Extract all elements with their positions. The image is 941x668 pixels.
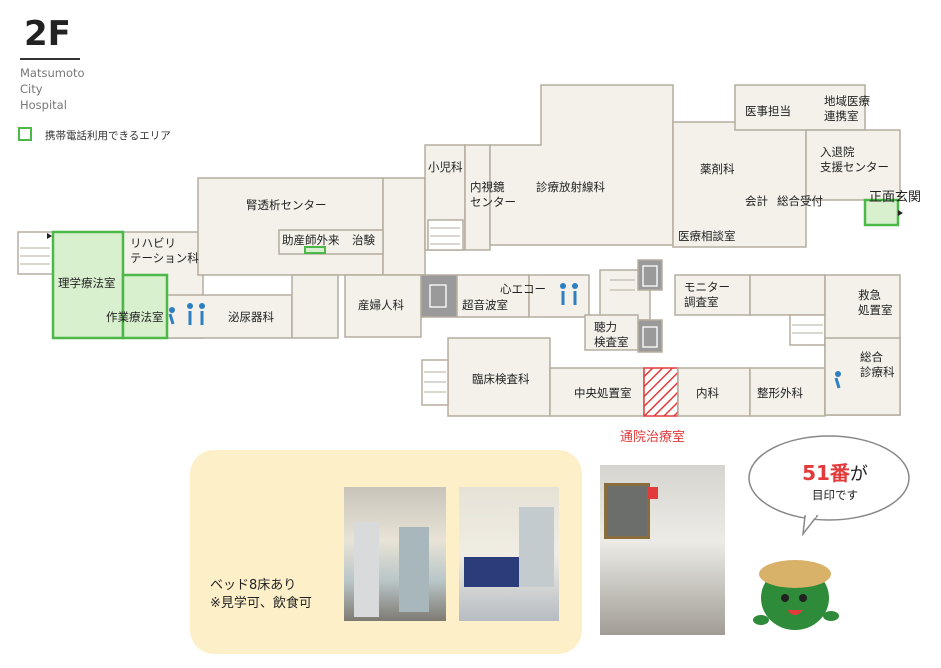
room-chouonpa: 超音波室 bbox=[462, 298, 508, 312]
elevator-icon bbox=[642, 326, 658, 348]
bubble-line2: 目印です bbox=[812, 488, 858, 502]
room-sogo-uketsuke: 総合受付 bbox=[777, 194, 823, 208]
north-stair bbox=[427, 219, 464, 251]
endoscopy-west bbox=[464, 144, 491, 251]
room-nyutaiin: 入退院 支援センター bbox=[820, 145, 889, 174]
pharmacy-block bbox=[672, 121, 807, 248]
room-kaikei: 会計 bbox=[745, 194, 768, 208]
green-area-sagyo bbox=[121, 273, 169, 340]
curtain bbox=[399, 527, 429, 612]
speech-bubble bbox=[748, 435, 910, 537]
entrance-arrow bbox=[47, 233, 52, 239]
room-rinsho: 臨床検査科 bbox=[472, 372, 530, 386]
room-chuo: 中央処置室 bbox=[574, 386, 632, 400]
restroom-icon bbox=[199, 303, 205, 309]
curtain bbox=[354, 522, 379, 617]
elevator-a bbox=[420, 274, 458, 318]
room-naishikyo: 内視鏡 センター bbox=[470, 180, 516, 209]
room-kyukyu: 救急 処置室 bbox=[858, 288, 893, 317]
room-monitor: モニター 調査室 bbox=[684, 280, 730, 309]
restroom-icon bbox=[187, 303, 193, 309]
legend-swatch bbox=[18, 127, 32, 141]
outpatient-treatment-label: 通院治療室 bbox=[620, 430, 686, 445]
lab-room bbox=[447, 337, 551, 417]
radiology-room bbox=[489, 84, 674, 246]
outpatient-treatment bbox=[643, 367, 679, 417]
hearing-room bbox=[584, 314, 639, 351]
floor-number: 2F bbox=[24, 14, 71, 54]
panel-text: ベッド8床あり ※見学可、飲食可 bbox=[210, 578, 312, 611]
room-chiken: 治験 bbox=[352, 233, 375, 247]
elevator-icon bbox=[429, 284, 447, 308]
green-area-josanshi bbox=[304, 246, 326, 254]
restroom-icon bbox=[572, 283, 578, 289]
medical-affairs bbox=[734, 84, 866, 131]
painting bbox=[604, 483, 650, 539]
room-hinyoki: 泌尿器科 bbox=[228, 310, 274, 324]
east-stair bbox=[789, 314, 826, 346]
echo-area bbox=[528, 274, 590, 318]
room-rihabiri: リハビリ テーション科 bbox=[130, 236, 199, 265]
room-seikei: 整形外科 bbox=[757, 386, 803, 400]
dialysis-block bbox=[197, 177, 384, 276]
ultrasound-room bbox=[456, 274, 530, 318]
room-rigaku: 理学療法室 bbox=[58, 276, 116, 290]
room-shonika: 小児科 bbox=[428, 160, 463, 174]
bubble-number: 51番 bbox=[802, 461, 850, 485]
entrance-arrow bbox=[898, 210, 903, 216]
room-chiiki: 地域医療 連携室 bbox=[824, 94, 870, 123]
legend-text: 携帯電話利用できるエリア bbox=[45, 130, 171, 142]
room-shinecho: 心エコー bbox=[500, 282, 546, 296]
mascot-watermelon bbox=[753, 560, 839, 630]
monitor-room bbox=[674, 274, 751, 316]
bubble-suffix: が bbox=[849, 464, 868, 485]
obgyn-room bbox=[344, 274, 422, 338]
wheelchair-icon bbox=[169, 307, 175, 313]
room-shinryo-hoshasen: 診療放射線科 bbox=[536, 180, 605, 194]
room-yakuzai: 薬剤科 bbox=[700, 162, 735, 176]
room-iji: 医事担当 bbox=[745, 104, 791, 118]
room-shomen: 正面玄関 bbox=[869, 190, 922, 205]
corridor-west bbox=[291, 274, 339, 339]
elevator-b bbox=[637, 259, 663, 291]
room-jintoseki: 腎透析センター bbox=[246, 198, 327, 212]
room-sagyo: 作業療法室 bbox=[106, 310, 164, 324]
central-treatment bbox=[549, 367, 645, 417]
admission-block bbox=[805, 129, 901, 201]
restroom-icon bbox=[560, 283, 566, 289]
elevator-icon bbox=[642, 265, 658, 287]
room-iryo-sodan: 医療相談室 bbox=[678, 229, 736, 243]
dialysis-corridor bbox=[382, 177, 426, 276]
corridor-photo bbox=[600, 465, 725, 635]
curtain bbox=[519, 507, 554, 587]
wheelchair-icon bbox=[835, 371, 841, 377]
room-51-sign bbox=[648, 487, 658, 499]
room-naika: 内科 bbox=[696, 386, 719, 400]
ward-photo-2 bbox=[459, 487, 559, 621]
floor-underline bbox=[20, 58, 80, 60]
hospital-name: Matsumoto City Hospital bbox=[20, 66, 85, 112]
internal-medicine bbox=[677, 367, 751, 417]
ward-photo-1 bbox=[344, 487, 446, 621]
josanshi-row bbox=[278, 229, 384, 255]
left-stair bbox=[17, 231, 55, 275]
room-josanshi: 助産師外来 bbox=[282, 233, 340, 247]
room-sanfujinka: 産婦人科 bbox=[358, 298, 404, 312]
bubble-line1: 51番が bbox=[785, 457, 885, 486]
east-room bbox=[749, 274, 826, 316]
center-stair bbox=[599, 269, 651, 321]
room-choryoku: 聴力 検査室 bbox=[594, 320, 629, 349]
room-sogo-shinryo: 総合 診療科 bbox=[860, 350, 895, 379]
green-area-rigaku bbox=[51, 230, 125, 340]
